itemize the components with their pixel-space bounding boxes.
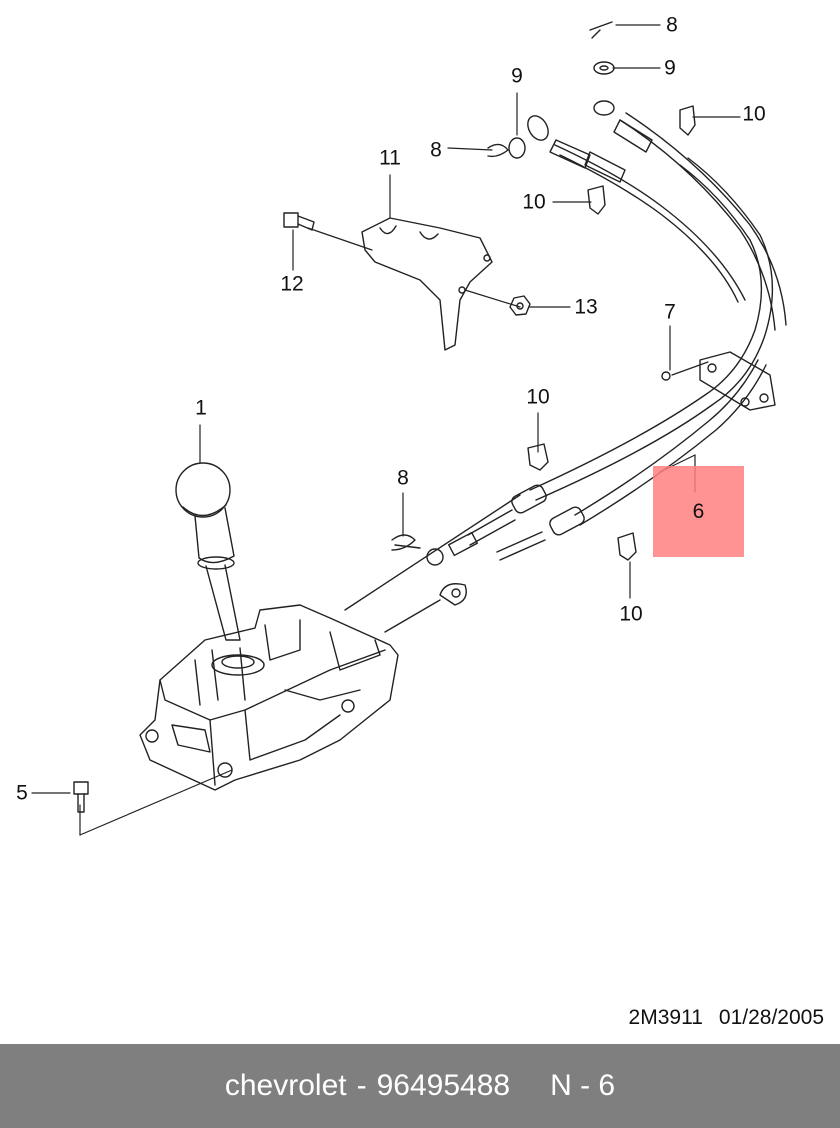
drawing-code: 2M3911 bbox=[628, 1006, 703, 1029]
clip-8-lower bbox=[391, 534, 421, 551]
drawing-reference: 2M3911 01/28/2005 bbox=[613, 1006, 824, 1030]
callout-9-right: 9 bbox=[664, 56, 676, 80]
upper-cable-ends bbox=[508, 21, 653, 183]
bolt-5 bbox=[73, 781, 89, 813]
callout-5: 5 bbox=[16, 781, 28, 805]
footer-part-number: 96495488 bbox=[376, 1069, 511, 1102]
clip-8-upper bbox=[487, 143, 509, 158]
callout-10-bottom: 10 bbox=[619, 602, 643, 626]
footer-page: N - 6 bbox=[550, 1069, 616, 1102]
callout-11: 11 bbox=[379, 146, 401, 170]
footer-bar: chevrolet - 96495488 N - 6 bbox=[0, 1044, 840, 1128]
clip-10-d bbox=[617, 532, 637, 561]
callout-8-middle: 8 bbox=[430, 138, 442, 162]
parts-diagram bbox=[31, 21, 787, 836]
bolt-12 bbox=[283, 212, 315, 231]
footer-separator: - bbox=[356, 1069, 367, 1102]
callout-10-lower: 10 bbox=[526, 385, 550, 409]
callout-6-highlighted: 6 bbox=[692, 499, 705, 523]
callout-12: 12 bbox=[280, 272, 304, 296]
callout-7: 7 bbox=[664, 300, 676, 324]
clip-10-c bbox=[527, 443, 549, 471]
highlight-box bbox=[653, 466, 744, 557]
callout-9-left: 9 bbox=[511, 64, 523, 88]
clip-10-a bbox=[679, 105, 696, 136]
footer-brand: chevrolet bbox=[224, 1069, 347, 1102]
drawing-date: 01/28/2005 bbox=[718, 1006, 824, 1029]
callout-10-middle: 10 bbox=[522, 190, 546, 214]
shift-cables bbox=[344, 112, 787, 633]
callout-13: 13 bbox=[574, 295, 598, 319]
shift-knob-lever bbox=[175, 462, 241, 641]
callout-10-top-right: 10 bbox=[742, 102, 766, 126]
bracket-11 bbox=[361, 217, 493, 351]
lower-cable-ends bbox=[426, 484, 585, 606]
clip-10-b bbox=[587, 185, 606, 215]
callout-1: 1 bbox=[195, 396, 207, 420]
cable-bracket bbox=[661, 351, 776, 411]
shifter-housing bbox=[139, 604, 399, 791]
callout-8-lower: 8 bbox=[397, 466, 409, 490]
nut-13 bbox=[509, 295, 531, 316]
callout-8-top: 8 bbox=[666, 13, 678, 37]
